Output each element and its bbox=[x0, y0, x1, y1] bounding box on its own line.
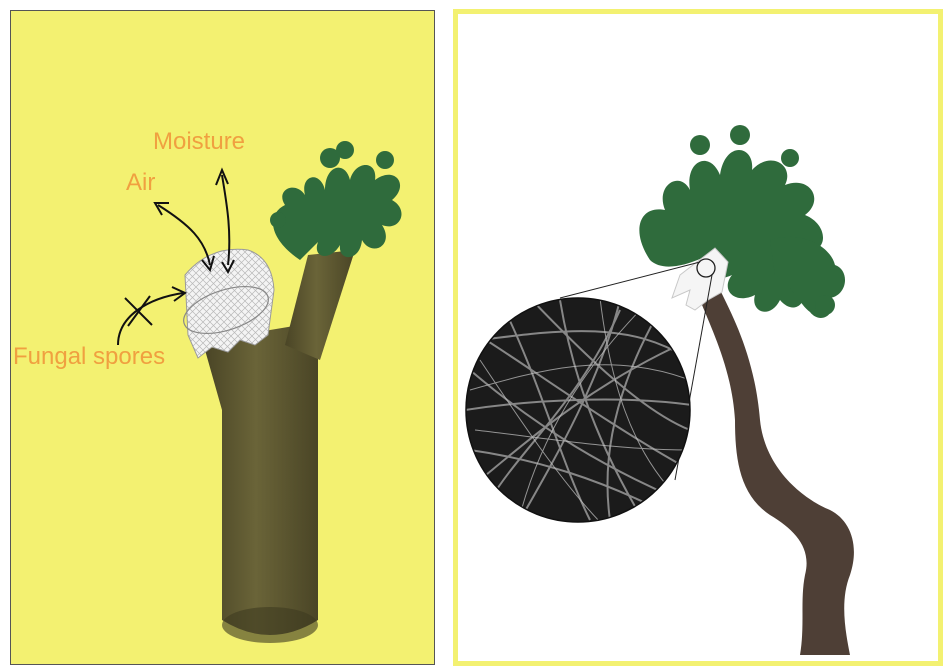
leaf-icon bbox=[639, 125, 845, 318]
micrograph-inset bbox=[465, 298, 692, 522]
trunk bbox=[700, 290, 854, 655]
